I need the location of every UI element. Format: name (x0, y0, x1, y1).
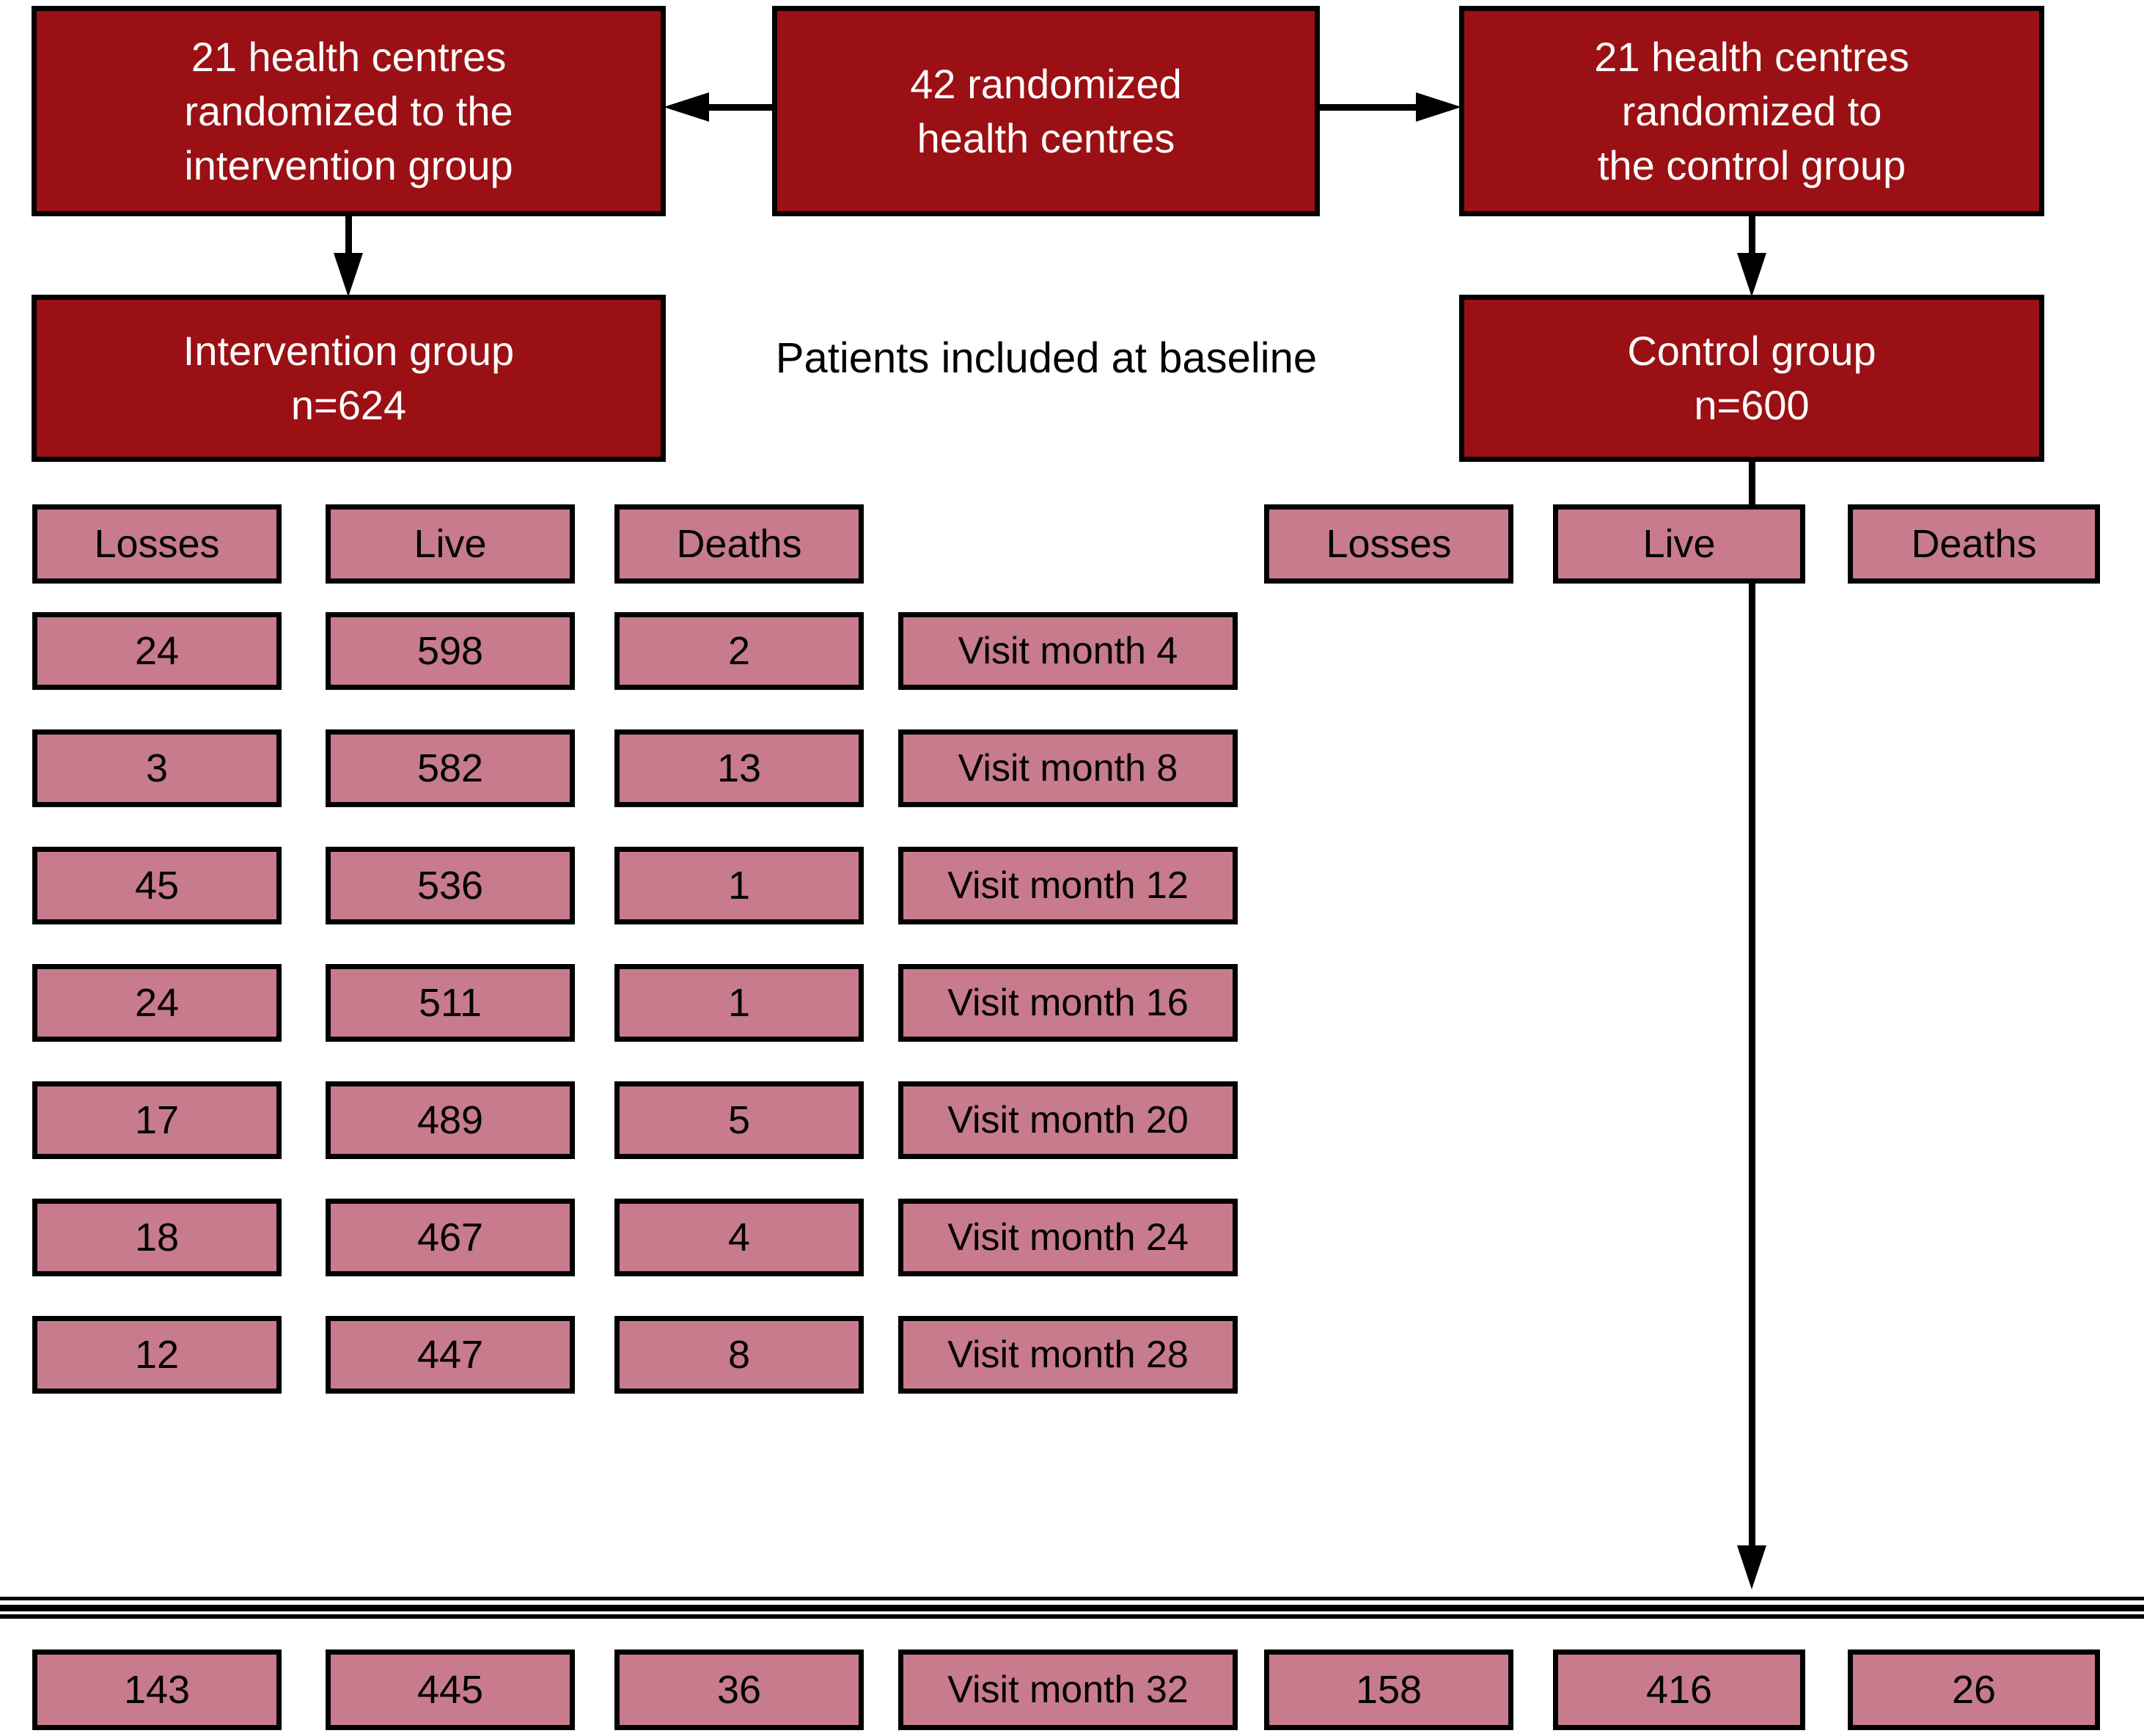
losses-value: 45 (32, 847, 282, 924)
visit-month-label: Visit month 8 (898, 729, 1238, 807)
deaths-value: 4 (614, 1199, 864, 1276)
final-losses-right: 158 (1264, 1649, 1513, 1730)
header-live-left: Live (326, 504, 575, 584)
arrow-shaft-center-to-intervention (705, 104, 775, 111)
live-value: 536 (326, 847, 575, 924)
box-line: health centres (917, 114, 1175, 161)
deaths-value: 5 (614, 1081, 864, 1159)
live-value: 582 (326, 729, 575, 807)
visit-month-label: Visit month 20 (898, 1081, 1238, 1159)
box-randomized-control: 21 health centres randomized to the cont… (1459, 6, 2044, 216)
arrowhead-down-intervention-icon (334, 253, 363, 297)
separator-line-top (0, 1597, 2144, 1600)
box-line: 21 health centres (1594, 33, 1909, 80)
deaths-value: 1 (614, 964, 864, 1042)
box-control-group: Control group n=600 (1459, 295, 2044, 462)
box-line: 42 randomized (910, 60, 1182, 107)
live-value: 511 (326, 964, 575, 1042)
separator-line-bottom (0, 1614, 2144, 1619)
losses-value: 18 (32, 1199, 282, 1276)
header-live-right: Live (1553, 504, 1805, 584)
baseline-caption: Patients included at baseline (775, 334, 1318, 382)
losses-value: 24 (32, 964, 282, 1042)
arrowhead-left-icon (664, 92, 709, 122)
box-line: n=624 (290, 382, 407, 428)
losses-value: 12 (32, 1316, 282, 1394)
arrowhead-followup-icon (1737, 1545, 1766, 1589)
header-losses-left: Losses (32, 504, 282, 584)
visit-month-label: Visit month 28 (898, 1316, 1238, 1394)
arrowhead-down-control-icon (1737, 253, 1766, 297)
losses-value: 24 (32, 612, 282, 690)
final-visit-month-label: Visit month 32 (898, 1649, 1238, 1730)
deaths-value: 8 (614, 1316, 864, 1394)
final-deaths-left: 36 (614, 1649, 864, 1730)
header-deaths-left: Deaths (614, 504, 864, 584)
final-live-left: 445 (326, 1649, 575, 1730)
final-live-right: 416 (1553, 1649, 1805, 1730)
box-randomized-intervention: 21 health centres randomized to the inte… (32, 6, 666, 216)
header-losses-right: Losses (1264, 504, 1513, 584)
final-losses-left: 143 (32, 1649, 282, 1730)
deaths-value: 1 (614, 847, 864, 924)
arrow-shaft-center-to-control (1318, 104, 1417, 111)
live-value: 489 (326, 1081, 575, 1159)
control-followup-line (1749, 460, 1755, 1547)
box-intervention-group: Intervention group n=624 (32, 295, 666, 462)
live-value: 598 (326, 612, 575, 690)
box-line: intervention group (184, 141, 513, 188)
losses-value: 17 (32, 1081, 282, 1159)
visit-month-label: Visit month 4 (898, 612, 1238, 690)
box-line: 21 health centres (191, 33, 507, 80)
separator-line-middle (0, 1605, 2144, 1611)
final-deaths-right: 26 (1848, 1649, 2100, 1730)
arrowhead-right-icon (1416, 92, 1461, 122)
arrow-shaft-intervention-down (345, 215, 352, 255)
live-value: 467 (326, 1199, 575, 1276)
visit-month-label: Visit month 12 (898, 847, 1238, 924)
box-line: Control group (1627, 328, 1876, 374)
losses-value: 3 (32, 729, 282, 807)
deaths-value: 2 (614, 612, 864, 690)
arrow-shaft-control-down (1749, 215, 1755, 255)
box-line: randomized to (1621, 87, 1882, 134)
visit-month-label: Visit month 16 (898, 964, 1238, 1042)
visit-month-label: Visit month 24 (898, 1199, 1238, 1276)
deaths-value: 13 (614, 729, 864, 807)
box-line: n=600 (1694, 382, 1810, 428)
live-value: 447 (326, 1316, 575, 1394)
header-deaths-right: Deaths (1848, 504, 2100, 584)
box-randomized-total: 42 randomized health centres (772, 6, 1320, 216)
box-line: randomized to the (184, 87, 513, 134)
box-line: Intervention group (183, 328, 515, 374)
box-line: the control group (1597, 141, 1906, 188)
